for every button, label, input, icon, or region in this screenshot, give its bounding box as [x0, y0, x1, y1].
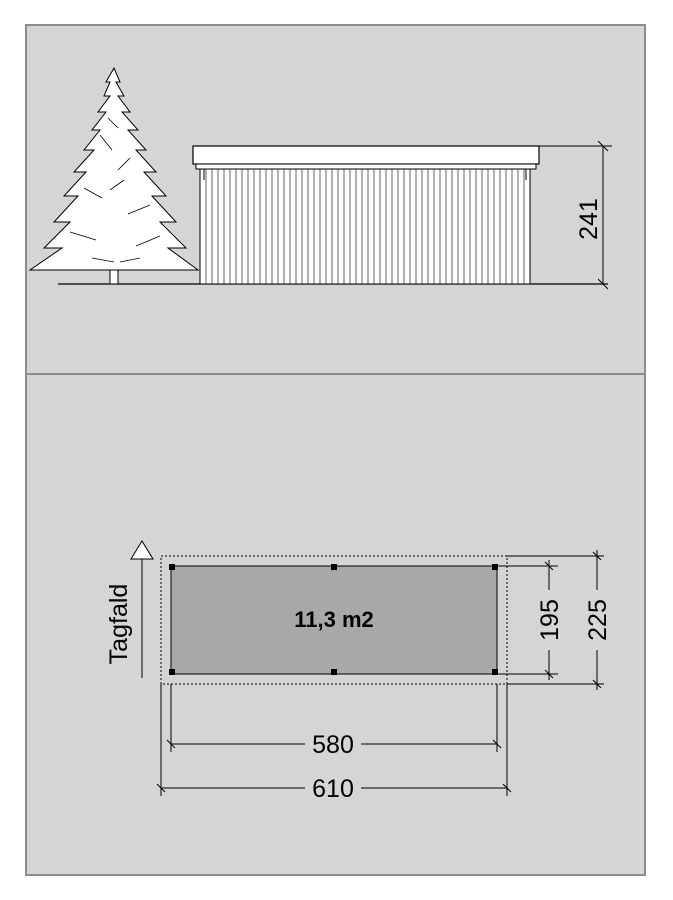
roof [192, 145, 540, 165]
outer-width-label: 610 [312, 775, 354, 803]
inner-width-label: 580 [312, 731, 354, 759]
depth-dimensions [497, 550, 604, 690]
plan-view: 11,3 m2 Tagfald 580 610 [105, 540, 612, 803]
elevation-view: 241 [28, 66, 612, 290]
height-label: 241 [575, 198, 603, 240]
floor-area [170, 565, 498, 675]
tree-icon [28, 66, 200, 285]
inner-depth-label: 195 [536, 599, 564, 641]
area-label: 11,3 m2 [294, 607, 374, 632]
carport-elevation [192, 145, 540, 285]
height-dimension [539, 140, 612, 290]
width-dimensions [156, 684, 512, 796]
roof-outline [160, 555, 508, 685]
roof-slope-arrow [130, 540, 154, 678]
posts [169, 564, 498, 675]
outer-depth-label: 225 [584, 599, 612, 641]
roof-slope-label: Tagfald [105, 584, 133, 665]
